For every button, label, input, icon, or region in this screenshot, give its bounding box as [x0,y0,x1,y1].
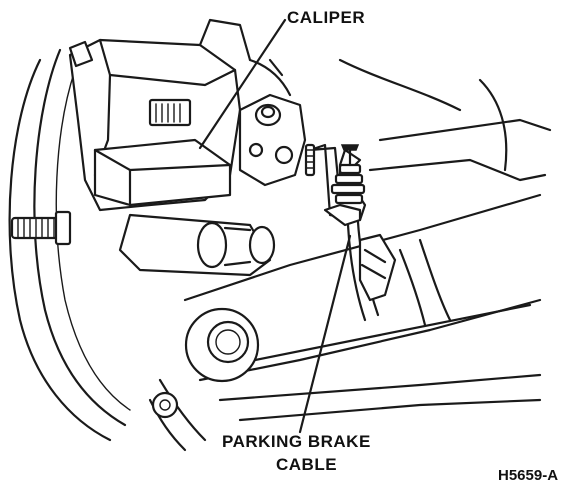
caliper-slide-pin [118,213,276,277]
caliper-body [68,18,252,212]
caliper-label: CALIPER [287,8,366,27]
figure-code-label: H5659-A [498,467,559,484]
leader-lines [198,18,352,434]
wheel-stud [10,210,72,246]
caliper-fitting [238,58,307,187]
parking-brake-cable-label-line1: PARKING BRAKE [222,432,371,451]
parking-brake-bracket [304,143,367,227]
caliper-leader-line [198,18,287,150]
parking-brake-cable-leader-line [298,234,352,434]
control-arm [183,193,542,422]
mounting-bolt [151,391,179,419]
suspension-component [338,58,552,327]
parking-brake-cable-label-line2: CABLE [276,455,338,474]
brake-rotor [8,48,207,452]
parking-brake-cable [346,220,397,322]
